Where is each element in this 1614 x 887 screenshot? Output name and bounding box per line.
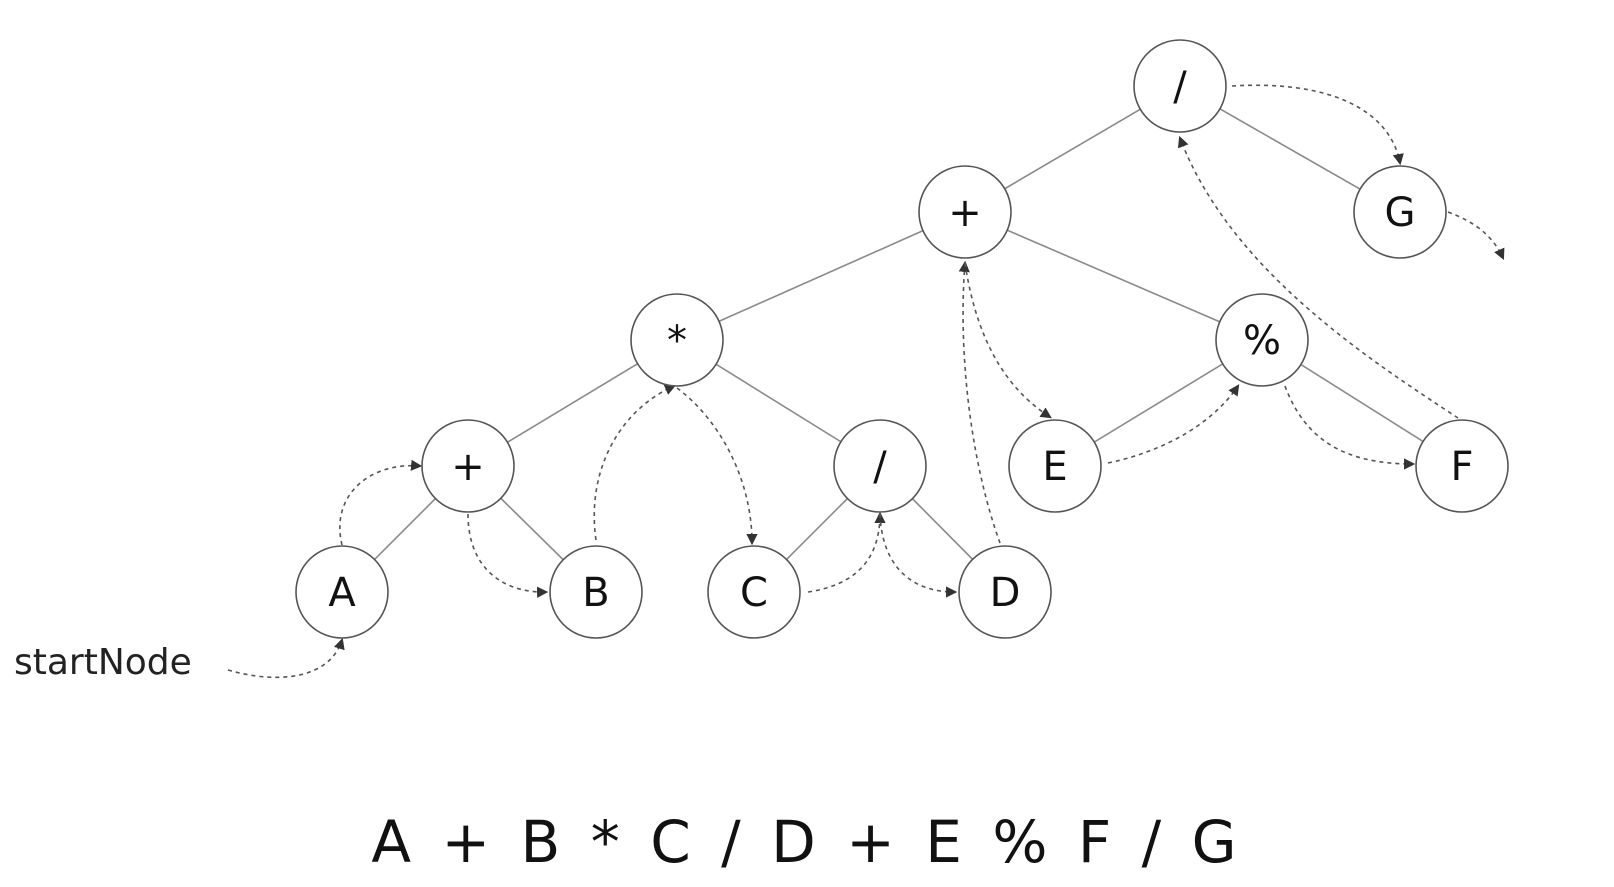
tree-node-plus-top: + (918, 165, 1012, 259)
node-circle-d (958, 545, 1052, 639)
node-circle-g (1353, 165, 1447, 259)
traversal-g-onward (1447, 211, 1505, 261)
traversal-mul-to-c (676, 387, 758, 546)
node-circle-b (549, 545, 643, 639)
traversal-a-to-plus-low (339, 459, 423, 546)
node-label-div-low: / (873, 444, 887, 490)
tree-node-root-div: / (1133, 39, 1227, 133)
node-label-e: E (1042, 444, 1067, 490)
tree-nodes: / + G *% + / E F A B C D (295, 39, 1509, 639)
node-circle-div-low (833, 419, 927, 513)
edge-plus-top-mul (676, 211, 966, 341)
node-circle-mod (1215, 293, 1309, 387)
traversal-e-to-mod (1107, 384, 1240, 464)
tree-node-f: F (1415, 419, 1509, 513)
start-node-label: startNode (14, 642, 192, 683)
traversal-mod-to-f (1284, 385, 1416, 470)
tree-node-d: D (958, 545, 1052, 639)
node-circle-mul (630, 293, 724, 387)
tree-node-e: E (1008, 419, 1102, 513)
node-label-d: D (990, 570, 1021, 616)
node-circle-plus-top (918, 165, 1012, 259)
traversal-f-to-root-div (1177, 135, 1459, 419)
node-label-plus-top: + (948, 190, 982, 236)
edge-plus-top-mod (964, 211, 1263, 341)
node-label-f: F (1450, 444, 1473, 490)
tree-node-c: C (707, 545, 801, 639)
tree-node-mod: % (1215, 293, 1309, 387)
node-circle-c (707, 545, 801, 639)
traversal-start-to-a (227, 637, 345, 679)
traversal-path (227, 84, 1505, 679)
node-label-a: A (328, 570, 356, 616)
node-label-g: G (1385, 190, 1416, 236)
node-circle-e (1008, 419, 1102, 513)
node-circle-a (295, 545, 389, 639)
node-circle-f (1415, 419, 1509, 513)
tree-node-a: A (295, 545, 389, 639)
traversal-plus-top-to-e (964, 262, 1052, 419)
node-label-c: C (740, 570, 768, 616)
traversal-b-to-mul (593, 384, 677, 541)
tree-node-div-low: / (833, 419, 927, 513)
tree-node-plus-low: + (421, 419, 515, 513)
tree-node-g: G (1353, 165, 1447, 259)
traversal-plus-low-to-b (467, 513, 549, 598)
node-circle-plus-low (421, 419, 515, 513)
node-label-root-div: / (1173, 64, 1187, 110)
node-label-plus-low: + (451, 444, 485, 490)
traversal-root-div-to-g (1231, 84, 1404, 166)
infix-expression: A + B * C / D + E % F / G (371, 808, 1243, 876)
node-label-mod: % (1243, 318, 1281, 364)
tree-node-mul: * (630, 293, 724, 387)
node-label-b: B (582, 570, 609, 616)
node-circle-root-div (1133, 39, 1227, 133)
traversal-div-low-to-d (879, 513, 958, 598)
traversal-d-to-plus-top (958, 260, 1001, 544)
traversal-c-to-div-low (807, 511, 886, 593)
node-label-mul: * (667, 318, 687, 364)
tree-node-b: B (549, 545, 643, 639)
